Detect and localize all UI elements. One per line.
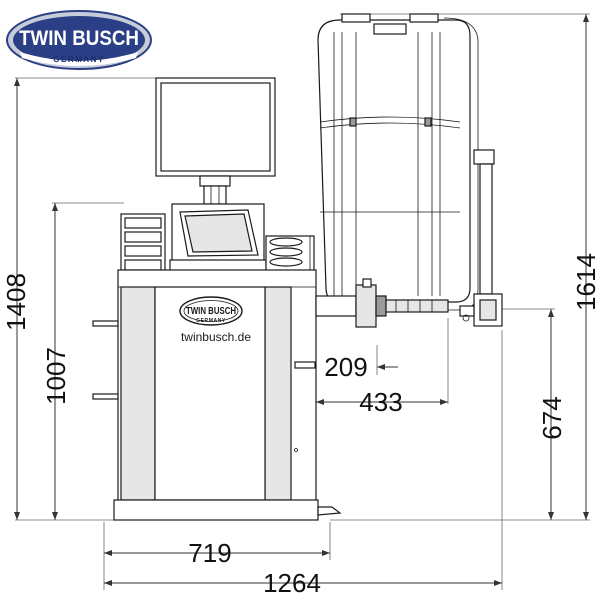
dim-label-209: 209 <box>324 352 367 382</box>
cabinet-badge: TWIN BUSCH GERMANY twinbusch.de <box>179 296 251 344</box>
monitor <box>155 77 276 205</box>
dimension-labels: 1408 1007 1614 674 209 433 719 1264 <box>1 253 600 598</box>
dim-label-433: 433 <box>359 387 402 417</box>
logo-brand-text: TWIN BUSCH <box>19 27 139 50</box>
control-panel <box>169 203 267 289</box>
wheel-guard <box>317 13 479 311</box>
shaft-assembly <box>315 278 449 328</box>
cabinet <box>92 269 317 503</box>
dim-label-1614: 1614 <box>571 253 600 311</box>
base <box>113 499 342 521</box>
badge-country-text: GERMANY <box>196 318 226 324</box>
dim-label-719: 719 <box>188 538 231 568</box>
dim-label-1007: 1007 <box>41 347 71 405</box>
logo-country-text: GERMANY <box>53 55 104 64</box>
twin-busch-logo: TWIN BUSCH GERMANY <box>6 10 152 70</box>
dim-label-1264: 1264 <box>263 568 321 598</box>
badge-brand-text: TWIN BUSCH <box>186 306 236 317</box>
dim-label-674: 674 <box>537 396 567 439</box>
cabinet-url-text: twinbusch.de <box>181 330 251 344</box>
weight-tray-left <box>120 213 166 275</box>
side-arm <box>459 149 503 327</box>
dim-label-1408: 1408 <box>1 273 31 331</box>
weight-tray-right <box>265 235 315 275</box>
